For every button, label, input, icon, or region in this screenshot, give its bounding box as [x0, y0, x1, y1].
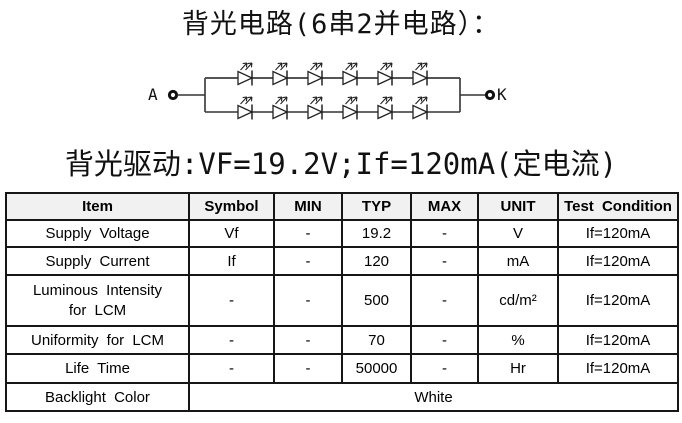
cell-min: - — [273, 274, 343, 327]
cell-item: Supply Current — [5, 246, 190, 276]
cell-unit: V — [477, 219, 559, 248]
cell-symbol: - — [188, 353, 275, 384]
cell-max: - — [410, 353, 479, 384]
cell-max: - — [410, 325, 479, 355]
cell-condition: If=120mA — [557, 353, 679, 384]
col-header-item: Item — [5, 192, 190, 221]
led-array — [237, 62, 428, 121]
led-icon — [377, 62, 393, 87]
led-icon — [237, 96, 253, 121]
cell-unit: % — [477, 325, 559, 355]
cell-min: - — [273, 246, 343, 276]
header-row: Item Symbol MIN TYP MAX UNIT Test Condit… — [5, 192, 679, 221]
cell-max: - — [410, 246, 479, 276]
item-line-1: Luminous Intensity — [32, 281, 163, 299]
col-header-unit: UNIT — [477, 192, 559, 221]
col-header-max: MAX — [410, 192, 479, 221]
led-icon — [342, 62, 358, 87]
table-row-supply-voltage: Supply Voltage Vf - 19.2 - V If=120mA — [5, 219, 679, 248]
cell-symbol: - — [188, 274, 275, 327]
led-icon — [307, 62, 323, 87]
table-row-backlight-color: Backlight Color White — [5, 382, 679, 412]
cell-typ: 120 — [341, 246, 412, 276]
led-icon — [307, 96, 323, 121]
cell-symbol: - — [188, 325, 275, 355]
table-row-life-time: Life Time - - 50000 - Hr If=120mA — [5, 353, 679, 384]
col-header-test-condition: Test Condition — [557, 192, 679, 221]
cell-symbol: If — [188, 246, 275, 276]
cell-min: - — [273, 353, 343, 384]
cathode-terminal-icon — [484, 89, 496, 101]
cell-condition: If=120mA — [557, 325, 679, 355]
cell-condition: If=120mA — [557, 274, 679, 327]
table-row-uniformity: Uniformity for LCM - - 70 - % If=120mA — [5, 325, 679, 355]
anode-terminal-icon — [167, 89, 179, 101]
cell-min: - — [273, 219, 343, 248]
led-icon — [237, 62, 253, 87]
led-icon — [377, 96, 393, 121]
table-row-supply-current: Supply Current If - 120 - mA If=120mA — [5, 246, 679, 276]
cell-item: Uniformity for LCM — [5, 325, 190, 355]
cell-max: - — [410, 219, 479, 248]
cell-typ: 70 — [341, 325, 412, 355]
col-header-min: MIN — [273, 192, 343, 221]
col-header-symbol: Symbol — [188, 192, 275, 221]
backlight-circuit-diagram: A K — [0, 52, 682, 136]
cell-condition: If=120mA — [557, 246, 679, 276]
col-header-typ: TYP — [341, 192, 412, 221]
cell-typ: 500 — [341, 274, 412, 327]
drive-spec-title: 背光驱动:VF=19.2V;If=120mA(定电流) — [64, 147, 618, 181]
cathode-label: K — [497, 85, 507, 104]
cell-typ: 50000 — [341, 353, 412, 384]
backlight-spec-table: Item Symbol MIN TYP MAX UNIT Test Condit… — [5, 192, 679, 412]
cell-typ: 19.2 — [341, 219, 412, 248]
led-icon — [412, 96, 428, 121]
table-row-luminous-intensity: Luminous Intensity for LCM - - 500 - cd/… — [5, 274, 679, 327]
cell-unit: Hr — [477, 353, 559, 384]
anode-label: A — [148, 85, 158, 104]
cell-item: Life Time — [5, 353, 190, 384]
cell-item: Supply Voltage — [5, 219, 190, 248]
led-icon — [272, 62, 288, 87]
item-line-2: for LCM — [68, 301, 127, 319]
cell-max: - — [410, 274, 479, 327]
led-icon — [342, 96, 358, 121]
cell-backlight-color-value: White — [188, 382, 679, 412]
cell-item: Luminous Intensity for LCM — [5, 274, 190, 327]
cell-min: - — [273, 325, 343, 355]
cell-symbol: Vf — [188, 219, 275, 248]
cell-unit: cd/m² — [477, 274, 559, 327]
led-icon — [272, 96, 288, 121]
cell-condition: If=120mA — [557, 219, 679, 248]
cell-item: Backlight Color — [5, 382, 190, 412]
cell-unit: mA — [477, 246, 559, 276]
page-title: 背光电路(6串2并电路）： — [181, 9, 501, 40]
led-icon — [412, 62, 428, 87]
